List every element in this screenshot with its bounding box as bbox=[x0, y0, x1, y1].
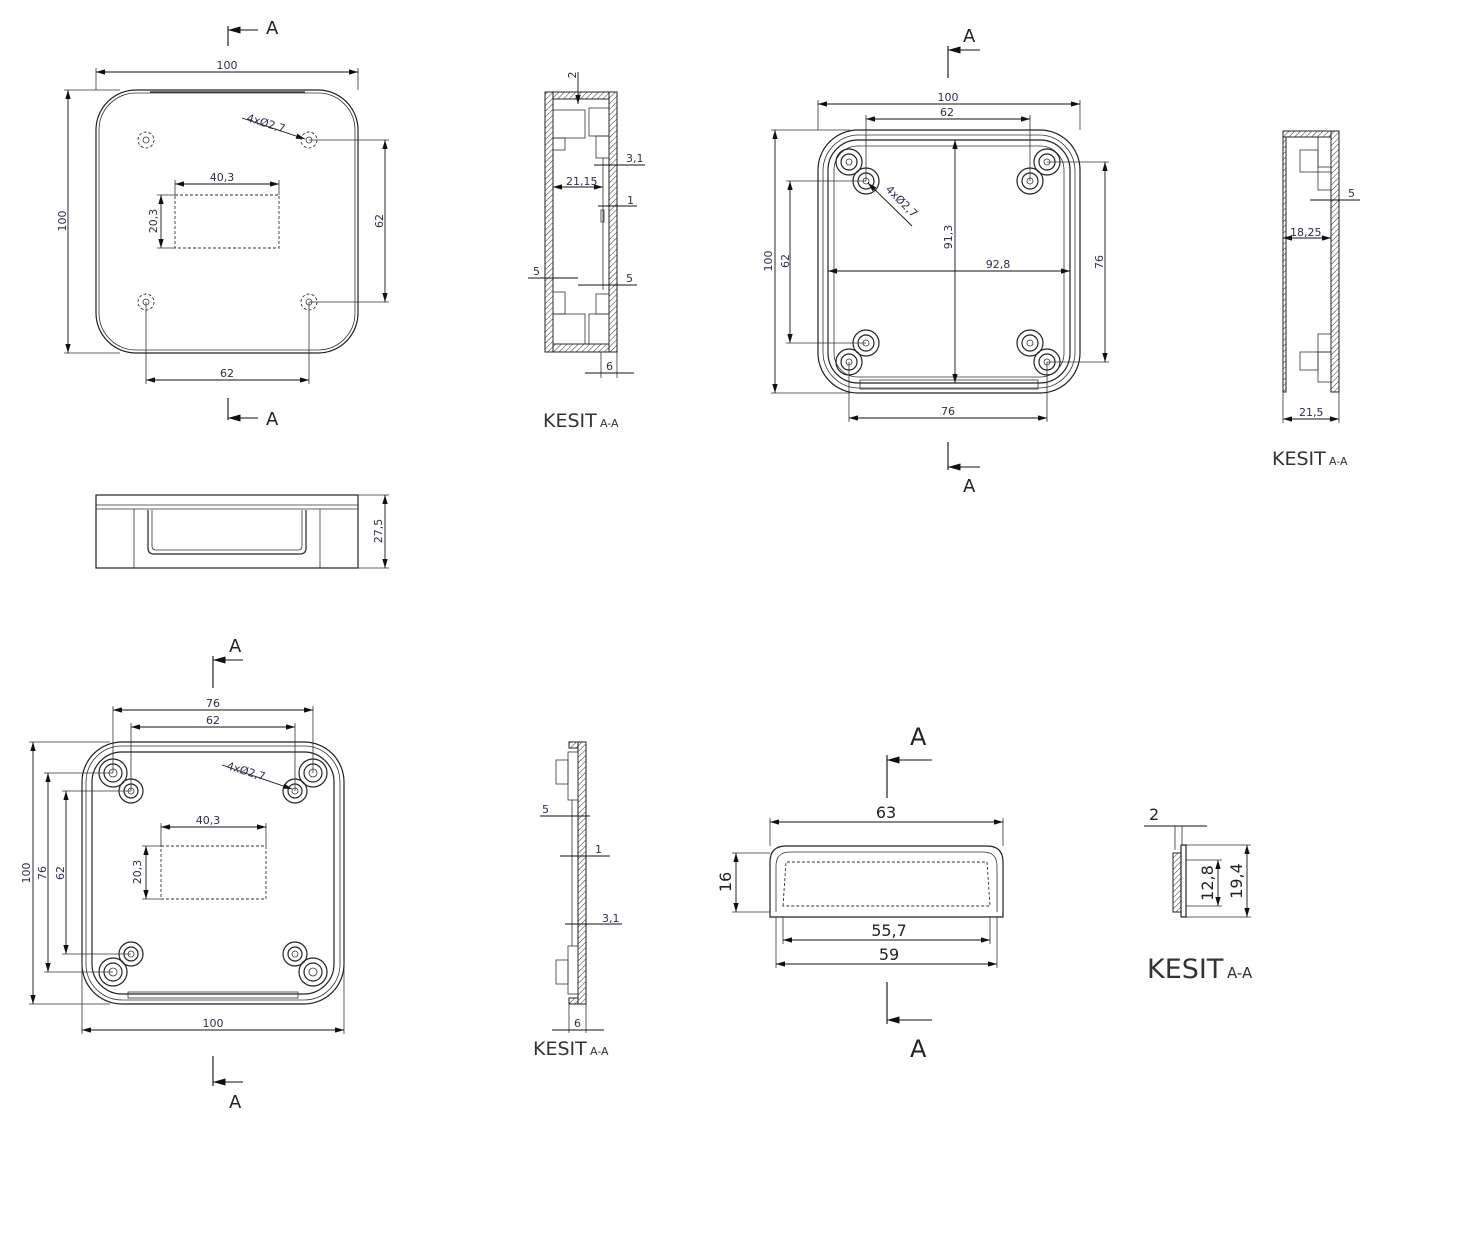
dim-inner-width: 92,8 bbox=[986, 258, 1011, 271]
dim-inner: 21,15 bbox=[566, 175, 598, 188]
dim-height: 100 bbox=[56, 211, 69, 232]
side-view-1: 27,5 bbox=[95, 494, 389, 569]
hole-callout: 4xØ2,7 bbox=[245, 111, 287, 135]
section-marker: A bbox=[910, 723, 927, 751]
dim-gap: 1 bbox=[627, 194, 634, 207]
section-marker: A bbox=[229, 636, 242, 657]
mounting-hole bbox=[835, 148, 1061, 376]
handle-view: 63 16 55,7 59 A A bbox=[716, 723, 1004, 1063]
dim-inner-height: 91,3 bbox=[942, 225, 955, 250]
section-marker: A bbox=[229, 1092, 242, 1113]
dim-width: 63 bbox=[876, 803, 896, 822]
dim-width: 100 bbox=[217, 59, 238, 72]
dim-height: 100 bbox=[762, 251, 775, 272]
display-cutout bbox=[160, 845, 267, 900]
dim-width: 100 bbox=[203, 1017, 224, 1030]
dim-outer-spacing: 76 bbox=[206, 697, 220, 710]
dim-depth: 21,5 bbox=[1299, 406, 1324, 419]
section-view-1: 2 3,1 21,15 1 5 5 6 KESIT A-A bbox=[528, 72, 645, 432]
section-marker: A bbox=[910, 1035, 927, 1063]
section-marker: A bbox=[266, 18, 279, 39]
dim-cutout-height: 20,3 bbox=[131, 860, 144, 885]
dim-mid-width: 59 bbox=[879, 945, 899, 964]
dim-wall: 3,1 bbox=[602, 912, 620, 925]
dim-cutout-width: 40,3 bbox=[210, 171, 235, 184]
display-cutout bbox=[174, 194, 280, 249]
dim-height: 16 bbox=[716, 872, 735, 892]
top-view-2: 100 62 100 62 91,3 92,8 76 76 4xØ2,7 A A bbox=[762, 26, 1109, 497]
dim-thickness: 2 bbox=[1149, 805, 1159, 824]
top-view-1: 100 100 40,3 20,3 62 62 4xØ2,7 A A bbox=[56, 18, 389, 430]
dim-gap: 1 bbox=[595, 843, 602, 856]
hole-callout: 4xØ2,7 bbox=[225, 759, 267, 783]
dim-right-spacing: 76 bbox=[1093, 255, 1106, 269]
dim-left-inner: 62 bbox=[54, 866, 67, 880]
dim-right-step: 5 bbox=[626, 272, 633, 285]
top-view-3: 76 62 40,3 20,3 100 76 62 100 4xØ2,7 A A bbox=[20, 636, 345, 1113]
section-marker: A bbox=[963, 476, 976, 497]
dim-height: 19,4 bbox=[1227, 863, 1246, 899]
section-caption-sub: A-A bbox=[1227, 964, 1253, 982]
dim-left-outer: 76 bbox=[36, 866, 49, 880]
dim-left-step: 5 bbox=[533, 265, 540, 278]
dim-bottom: 6 bbox=[574, 1017, 581, 1030]
dim-hole-spacing-left: 62 bbox=[779, 254, 792, 268]
dim-height: 27,5 bbox=[372, 519, 385, 544]
section-caption: KESIT bbox=[533, 1038, 587, 1060]
mounting-hole bbox=[137, 131, 318, 311]
section-caption: KESIT bbox=[543, 410, 597, 432]
section-caption: KESIT bbox=[1147, 954, 1224, 985]
section-caption-sub: A-A bbox=[590, 1045, 609, 1058]
section-caption-sub: A-A bbox=[600, 417, 619, 430]
dim-inner-spacing: 62 bbox=[206, 714, 220, 727]
section-caption-sub: A-A bbox=[1329, 455, 1348, 468]
dim-bottom-spacing: 76 bbox=[941, 405, 955, 418]
dim-width: 100 bbox=[938, 91, 959, 104]
section-caption: KESIT bbox=[1272, 448, 1326, 470]
dim-hole-spacing-v: 62 bbox=[373, 214, 386, 228]
dim-cutout-width: 40,3 bbox=[196, 814, 221, 827]
dim-inner-height: 12,8 bbox=[1198, 865, 1217, 901]
dim-inner-width: 55,7 bbox=[871, 921, 907, 940]
dim-step: 5 bbox=[542, 803, 549, 816]
dim-top: 2 bbox=[566, 72, 579, 79]
hole-callout: 4xØ2,7 bbox=[883, 183, 920, 220]
dim-inner: 18,25 bbox=[1290, 226, 1322, 239]
dim-wall: 3,1 bbox=[626, 152, 644, 165]
dim-bottom: 6 bbox=[606, 360, 613, 373]
dim-hole-spacing-top: 62 bbox=[940, 106, 954, 119]
section-view-2: 5 18,25 21,5 KESIT A-A bbox=[1272, 130, 1360, 470]
dim-hole-spacing-h: 62 bbox=[220, 367, 234, 380]
section-marker: A bbox=[963, 26, 976, 47]
dim-height: 100 bbox=[20, 863, 33, 884]
section-marker: A bbox=[266, 409, 279, 430]
section-view-3: 5 1 3,1 6 KESIT A-A bbox=[533, 741, 622, 1060]
dim-cutout-height: 20,3 bbox=[147, 209, 160, 234]
dim-step: 5 bbox=[1348, 187, 1355, 200]
section-view-4: 2 12,8 19,4 KESIT A-A bbox=[1144, 805, 1253, 985]
